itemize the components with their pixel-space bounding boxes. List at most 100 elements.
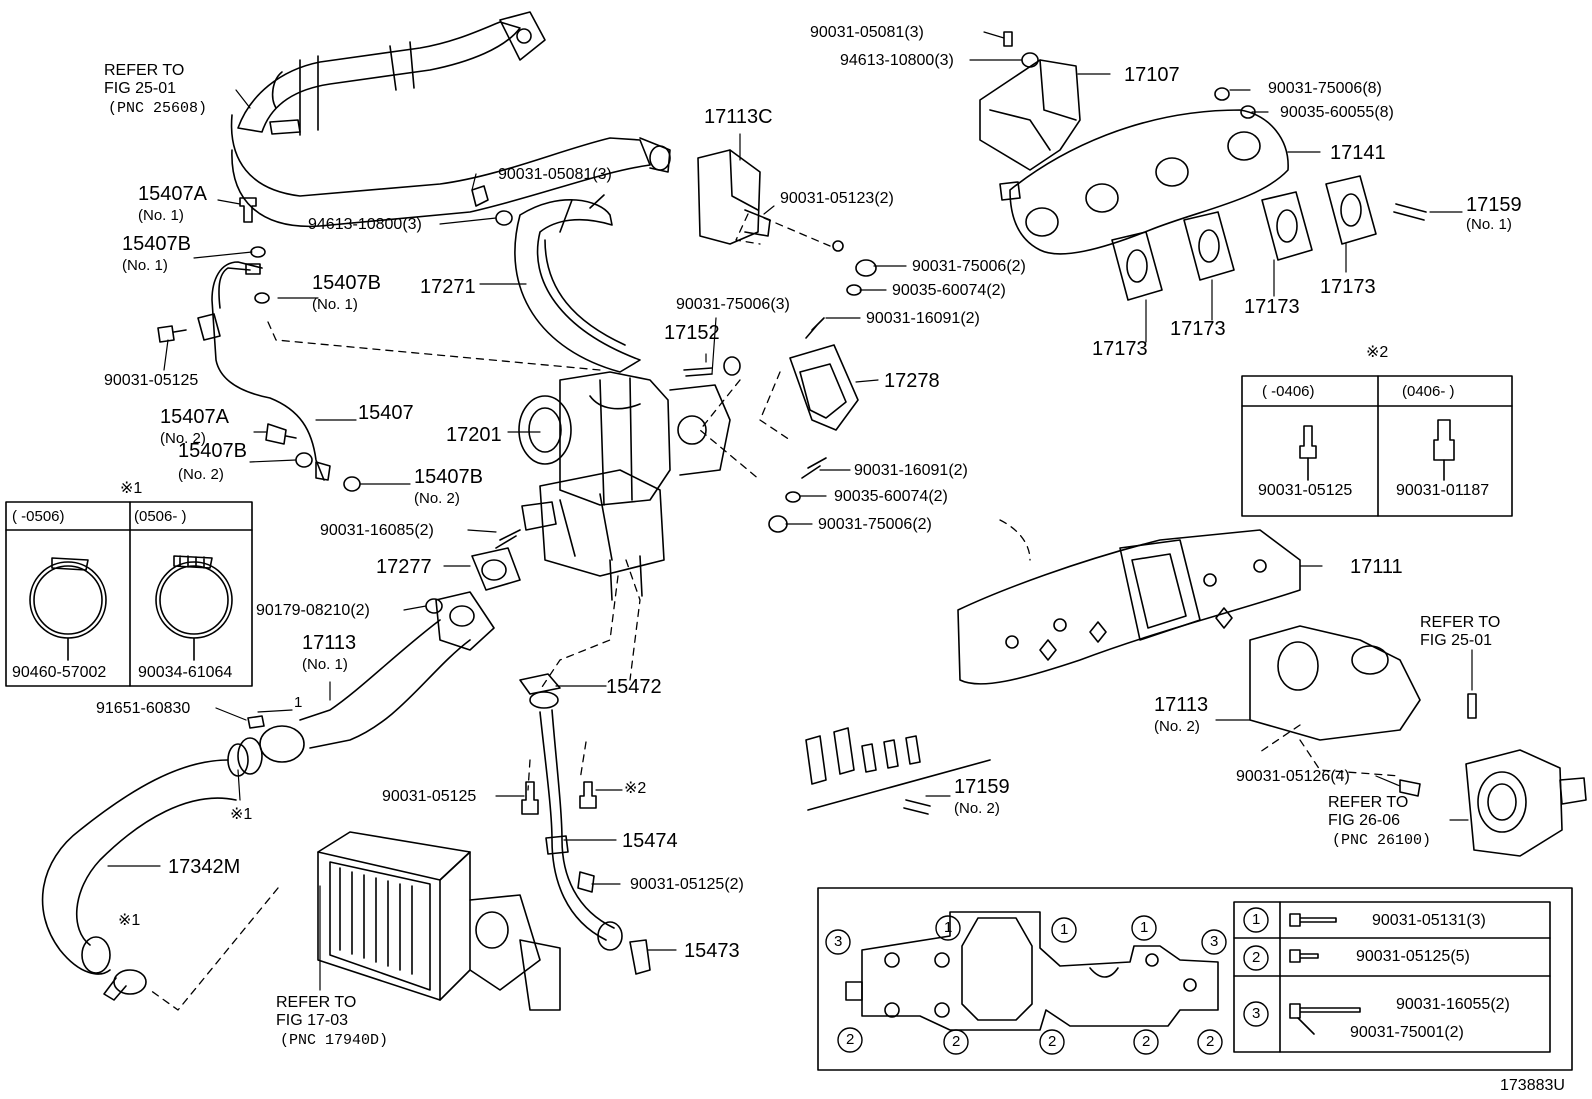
note1-col2-header: (0506- ) — [134, 508, 187, 525]
part-17173-b: 17173 — [1170, 318, 1226, 340]
part-17159-no1: 17159 — [1466, 194, 1522, 216]
note2-box — [1241, 375, 1513, 517]
part-17113-no1-sub: (No. 1) — [302, 656, 348, 673]
bracket-17113c-drawing — [697, 149, 844, 252]
refer-intake-pipe-pnc: (PNC 25608) — [108, 100, 208, 117]
part-90031-05081-mid: 90031-05081(3) — [498, 166, 612, 183]
dashed-leaders — [149, 213, 1401, 1011]
refer-intake-pipe-fig: FIG 25-01 — [104, 80, 177, 97]
part-90031-16085: 90031-16085(2) — [320, 522, 434, 539]
oil-return-pipe-drawing — [519, 673, 651, 975]
hose-17342m-drawing — [41, 737, 263, 1001]
part-90031-05125-2: 90031-05125(2) — [630, 876, 744, 893]
gasket-marker-circles — [825, 907, 1269, 1055]
engine-block-sketch — [805, 727, 991, 815]
part-90031-75006-3: 90031-75006(3) — [676, 296, 790, 313]
part-90031-05125-a: 90031-05125 — [104, 372, 199, 389]
part-15407a-no1: 15407A — [138, 183, 207, 205]
gasket-marker: 2 — [1142, 1033, 1151, 1050]
note2-col1-part: 90031-05125 — [1258, 482, 1353, 499]
pipe-17113-no2-drawing — [1249, 625, 1477, 797]
gaskets-17173-drawing — [1111, 175, 1377, 301]
note1-marker: ※1 — [120, 480, 143, 497]
exhaust-manifold-drawing — [999, 87, 1427, 255]
part-90031-05123: 90031-05123(2) — [780, 190, 894, 207]
part-17113c: 17113C — [704, 106, 773, 128]
gasket-marker: 2 — [952, 1033, 961, 1050]
part-90035-60074-2a: 90035-60074(2) — [892, 282, 1006, 299]
part-90179-08210: 90179-08210(2) — [256, 602, 370, 619]
part-15473: 15473 — [684, 940, 740, 962]
part-15407b-no2-b: 15407B — [414, 466, 483, 488]
part-94613-10800-top: 94613-10800(3) — [840, 52, 954, 69]
part-17159-no2-sub: (No. 2) — [954, 800, 1000, 817]
throttle-body-drawing — [1465, 749, 1587, 857]
part-90031-75006-2b: 90031-75006(2) — [818, 516, 932, 533]
leader-1: 1 — [294, 694, 303, 711]
note1-col2-part: 90034-61064 — [138, 664, 233, 681]
legend-row3a-part: 90031-16055(2) — [1396, 996, 1510, 1013]
gasket-marker: 2 — [1048, 1033, 1057, 1050]
leader-lines — [107, 31, 1473, 991]
gasket-17278-drawing — [789, 317, 859, 479]
part-17159-no2: 17159 — [954, 776, 1010, 798]
part-15407a-no1-sub: (No. 1) — [138, 207, 184, 224]
part-91651-60830: 91651-60830 — [96, 700, 191, 717]
legend-row2-part: 90031-05125(5) — [1356, 948, 1470, 965]
note2-marker-b: ※2 — [624, 780, 647, 797]
legend-key-1: 1 — [1252, 911, 1261, 928]
part-15407b-no1-a: 15407B — [122, 233, 191, 255]
part-90031-05081-top: 90031-05081(3) — [810, 24, 924, 41]
part-17152: 17152 — [664, 322, 720, 344]
refer-intercooler-fig: FIG 17-03 — [276, 1012, 349, 1029]
figure-id: 173883U — [1500, 1077, 1565, 1094]
insulator-17107-drawing — [979, 31, 1081, 171]
part-17277: 17277 — [376, 556, 432, 578]
part-90031-16091-b: 90031-16091(2) — [854, 462, 968, 479]
heat-insulator-drawing — [514, 194, 641, 373]
part-17111: 17111 — [1350, 556, 1403, 578]
gasket-17277-drawing — [471, 547, 521, 591]
part-17342m: 17342M — [168, 856, 241, 878]
refer-intercooler-pnc: (PNC 17940D) — [280, 1032, 389, 1049]
gasket-marker: 1 — [1140, 919, 1149, 936]
part-94613-10800-mid: 94613-10800(3) — [308, 216, 422, 233]
part-17173-a: 17173 — [1092, 338, 1148, 360]
gasket-marker: 1 — [1060, 921, 1069, 938]
part-17278: 17278 — [884, 370, 940, 392]
note1-marker-hose-b: ※1 — [118, 912, 141, 929]
part-90031-75006-2a: 90031-75006(2) — [912, 258, 1026, 275]
turbocharger-drawing — [518, 371, 731, 601]
note1-col1-header: ( -0506) — [12, 508, 65, 525]
legend-row3b-part: 90031-75001(2) — [1350, 1024, 1464, 1041]
refer-fig2501-b: REFER TO — [1420, 614, 1501, 631]
part-17159-no1-sub: (No. 1) — [1466, 216, 1512, 233]
part-15407a-no2-sub: (No. 2) — [160, 430, 206, 447]
part-17271: 17271 — [420, 276, 476, 298]
part-90031-16091-a: 90031-16091(2) — [866, 310, 980, 327]
refer-intercooler: REFER TO — [276, 994, 357, 1011]
part-15407a-no2: 15407A — [160, 406, 229, 428]
gasket-marker: 2 — [846, 1031, 855, 1048]
part-15407b-no1-a-sub: (No. 1) — [122, 257, 168, 274]
refer-intake-pipe: REFER TO — [104, 62, 185, 79]
part-17107: 17107 — [1124, 64, 1180, 86]
part-15407: 15407 — [358, 402, 414, 424]
legend-row1-part: 90031-05131(3) — [1372, 912, 1486, 929]
part-17173-c: 17173 — [1244, 296, 1300, 318]
part-17113-no2: 17113 — [1154, 694, 1209, 716]
part-15407b-no1-b: 15407B — [312, 272, 381, 294]
part-15407b-no2-b-sub: (No. 2) — [414, 490, 460, 507]
note2-col2-header: (0406- ) — [1402, 383, 1455, 400]
part-15407b-no2-a: 15407B — [178, 440, 247, 462]
note2-marker: ※2 — [1366, 344, 1389, 361]
part-90031-05125-b: 90031-05125 — [382, 788, 477, 805]
intake-manifold-drawing — [957, 529, 1301, 685]
refer-throttle-fig: FIG 26-06 — [1328, 812, 1401, 829]
gasket-marker: 3 — [834, 933, 843, 950]
note1-col1-part: 90460-57002 — [12, 664, 107, 681]
part-15407b-no2-a-sub: (No. 2) — [178, 466, 224, 483]
intake-pipe-drawing — [230, 11, 671, 228]
part-17141: 17141 — [1330, 142, 1386, 164]
